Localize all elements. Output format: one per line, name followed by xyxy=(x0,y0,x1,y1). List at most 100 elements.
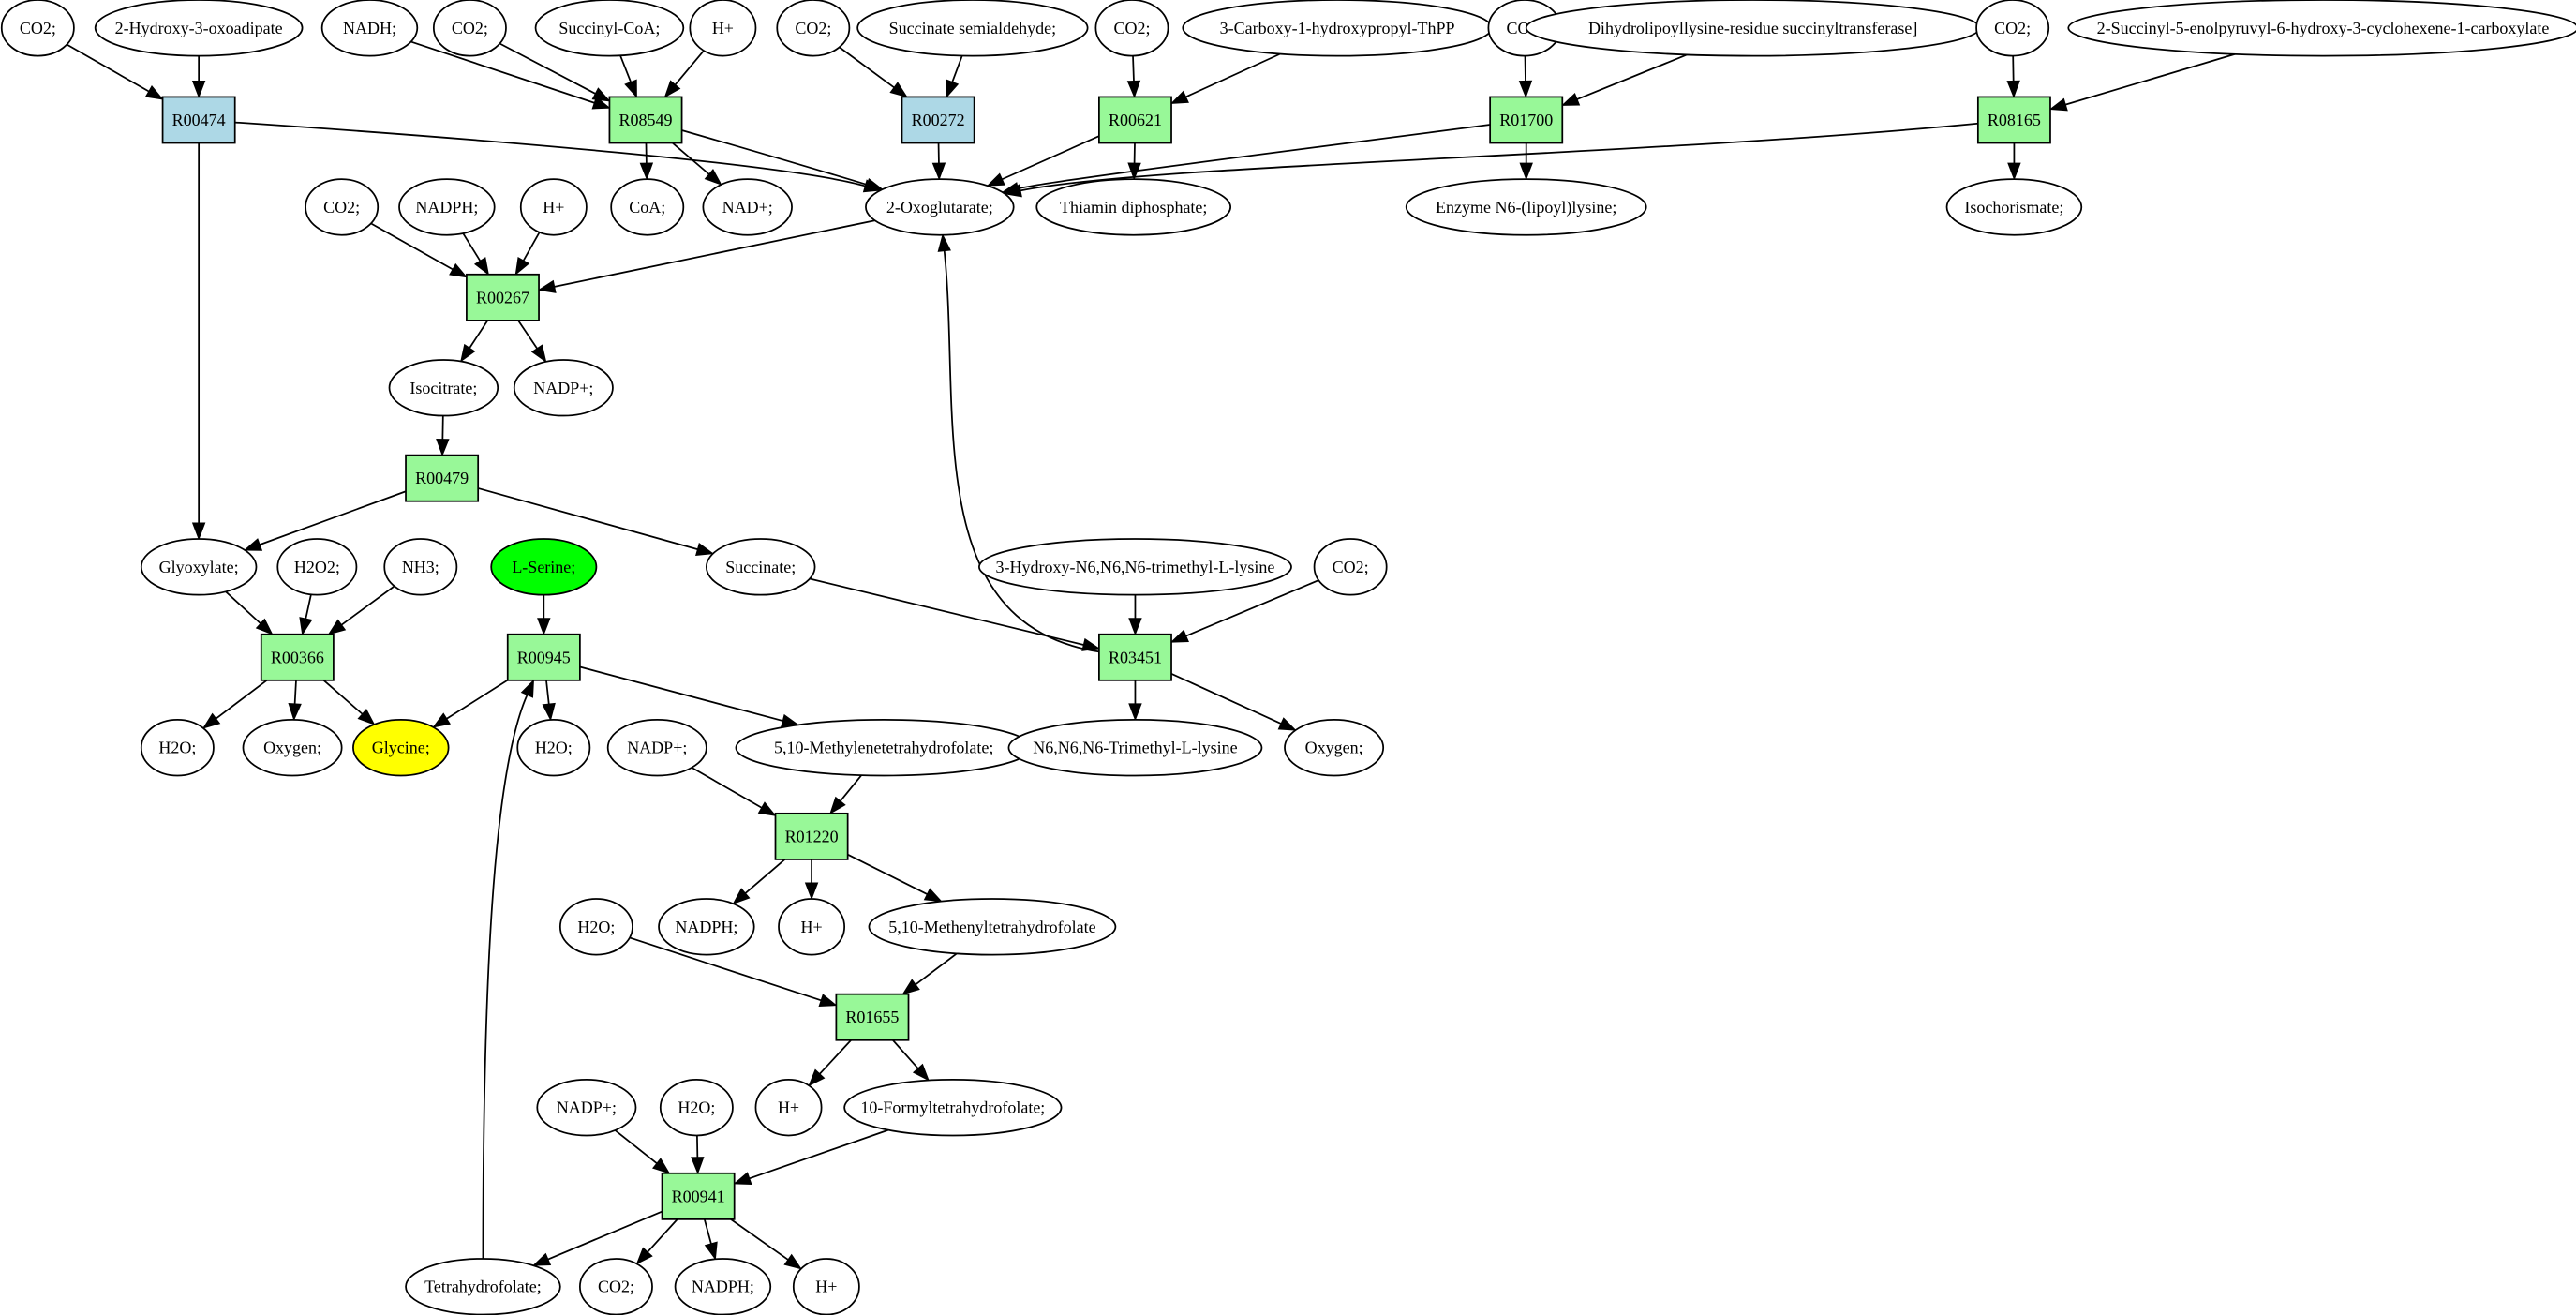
compound-ellipse[interactable] xyxy=(490,538,598,596)
compound-node-c-nadph-3[interactable]: NADPH; xyxy=(674,1258,772,1315)
compound-node-c-succ-semialdehyde[interactable]: Succinate semialdehyde; xyxy=(856,0,1089,57)
compound-ellipse[interactable] xyxy=(776,0,851,57)
compound-ellipse[interactable] xyxy=(606,719,707,777)
compound-node-c-lipoyllysine[interactable]: Enzyme N6-(lipoyl)lysine; xyxy=(1405,178,1647,236)
compound-ellipse[interactable] xyxy=(242,719,343,777)
compound-ellipse[interactable] xyxy=(658,898,755,956)
compound-node-c-nadph-1[interactable]: NADPH; xyxy=(398,178,496,236)
compound-ellipse[interactable] xyxy=(978,538,1292,596)
compound-node-c-methenyl-thf[interactable]: 5,10-Methenyltetrahydrofolate xyxy=(868,898,1117,956)
compound-ellipse[interactable] xyxy=(754,1078,823,1137)
compound-ellipse[interactable] xyxy=(610,178,685,236)
reaction-node-r01655[interactable]: R01655 xyxy=(835,993,910,1041)
compound-node-c-carboxy-thpp[interactable]: 3-Carboxy-1-hydroxypropyl-ThPP xyxy=(1182,0,1493,57)
compound-node-c-dihydrolipoyl[interactable]: Dihydrolipoyllysine-residue succinyltran… xyxy=(1525,0,1981,57)
reaction-box[interactable] xyxy=(835,993,910,1041)
compound-node-c-hplus-5[interactable]: H+ xyxy=(792,1258,860,1315)
compound-ellipse[interactable] xyxy=(398,178,496,236)
reaction-box[interactable] xyxy=(608,96,683,144)
compound-node-c-methylene-thf[interactable]: 5,10-Methylenetetrahydrofolate; xyxy=(735,719,1033,777)
compound-ellipse[interactable] xyxy=(1313,538,1388,596)
reaction-node-r00941[interactable]: R00941 xyxy=(661,1172,736,1220)
compound-node-c-h2o2[interactable]: H2O2; xyxy=(276,538,358,596)
reaction-node-r00474[interactable]: R00474 xyxy=(161,96,236,144)
compound-node-c-hplus-3[interactable]: H+ xyxy=(778,898,846,956)
compound-node-c-isochorismate[interactable]: Isochorismate; xyxy=(1945,178,2083,236)
compound-ellipse[interactable] xyxy=(778,898,846,956)
compound-ellipse[interactable] xyxy=(1975,0,2050,57)
compound-node-c-nadpplus-3[interactable]: NADP+; xyxy=(536,1078,637,1137)
compound-ellipse[interactable] xyxy=(1945,178,2083,236)
compound-node-c-co2-1[interactable]: CO2; xyxy=(0,0,75,57)
compound-ellipse[interactable] xyxy=(1035,178,1232,236)
compound-node-c-thiamin-dp[interactable]: Thiamin diphosphate; xyxy=(1035,178,1232,236)
compound-ellipse[interactable] xyxy=(1094,0,1169,57)
reaction-node-r03451[interactable]: R03451 xyxy=(1098,633,1172,681)
compound-ellipse[interactable] xyxy=(516,719,591,777)
compound-ellipse[interactable] xyxy=(276,538,358,596)
reaction-node-r00479[interactable]: R00479 xyxy=(405,454,480,502)
compound-node-c-nadh[interactable]: NADH; xyxy=(320,0,419,57)
compound-node-c-formyl-thf[interactable]: 10-Formyltetrahydrofolate; xyxy=(843,1078,1063,1137)
compound-ellipse[interactable] xyxy=(519,178,588,236)
reaction-box[interactable] xyxy=(1489,96,1564,144)
compound-ellipse[interactable] xyxy=(1405,178,1647,236)
compound-node-c-oxygen-2[interactable]: Oxygen; xyxy=(1284,719,1385,777)
reaction-box[interactable] xyxy=(405,454,480,502)
compound-ellipse[interactable] xyxy=(94,0,304,57)
compound-node-c-trimethyllysine[interactable]: N6,N6,N6-Trimethyl-L-lysine xyxy=(1007,719,1263,777)
compound-ellipse[interactable] xyxy=(558,898,633,956)
compound-ellipse[interactable] xyxy=(1284,719,1385,777)
compound-node-c-hplus-4[interactable]: H+ xyxy=(754,1078,823,1137)
reaction-node-r00267[interactable]: R00267 xyxy=(466,273,540,321)
reaction-box[interactable] xyxy=(466,273,540,321)
compound-ellipse[interactable] xyxy=(856,0,1089,57)
compound-node-c-nadpplus-1[interactable]: NADP+; xyxy=(513,359,614,417)
reaction-box[interactable] xyxy=(1098,633,1172,681)
reaction-node-r00621[interactable]: R00621 xyxy=(1098,96,1172,144)
reaction-box[interactable] xyxy=(506,633,581,681)
compound-node-c-co2-9[interactable]: CO2; xyxy=(579,1258,653,1315)
compound-node-c-oxygen-1[interactable]: Oxygen; xyxy=(242,719,343,777)
compound-ellipse[interactable] xyxy=(432,0,507,57)
compound-node-c-thf[interactable]: Tetrahydrofolate; xyxy=(405,1258,561,1315)
reaction-node-r01700[interactable]: R01700 xyxy=(1489,96,1564,144)
compound-node-c-hydroxy-oxoadipate[interactable]: 2-Hydroxy-3-oxoadipate xyxy=(94,0,304,57)
compound-ellipse[interactable] xyxy=(320,0,419,57)
compound-ellipse[interactable] xyxy=(352,719,450,777)
compound-node-c-succinyl-coa[interactable]: Succinyl-CoA; xyxy=(534,0,685,57)
compound-ellipse[interactable] xyxy=(0,0,75,57)
compound-node-c-co2-2[interactable]: CO2; xyxy=(432,0,507,57)
reaction-box[interactable] xyxy=(161,96,236,144)
compound-ellipse[interactable] xyxy=(689,0,757,57)
compound-node-c-co2-7[interactable]: CO2; xyxy=(305,178,380,236)
compound-ellipse[interactable] xyxy=(534,0,685,57)
reaction-node-r01220[interactable]: R01220 xyxy=(774,812,849,860)
compound-node-c-nadplus-1[interactable]: NAD+; xyxy=(702,178,793,236)
compound-ellipse[interactable] xyxy=(702,178,793,236)
reaction-box[interactable] xyxy=(901,96,975,144)
compound-node-c-nadpplus-2[interactable]: NADP+; xyxy=(606,719,707,777)
reaction-node-r00272[interactable]: R00272 xyxy=(901,96,975,144)
reaction-node-r08165[interactable]: R08165 xyxy=(1976,96,2051,144)
compound-node-c-oxoglutarate[interactable]: 2-Oxoglutarate; xyxy=(865,178,1015,236)
compound-node-c-serine[interactable]: L-Serine; xyxy=(490,538,598,596)
compound-node-c-co2-3[interactable]: CO2; xyxy=(776,0,851,57)
compound-node-c-hplus-1[interactable]: H+ xyxy=(689,0,757,57)
reaction-node-r08549[interactable]: R08549 xyxy=(608,96,683,144)
compound-node-c-h2o-2[interactable]: H2O; xyxy=(516,719,591,777)
compound-node-c-h2o-4[interactable]: H2O; xyxy=(659,1078,734,1137)
compound-node-c-nh3[interactable]: NH3; xyxy=(383,538,458,596)
reaction-box[interactable] xyxy=(774,812,849,860)
compound-node-c-glyoxylate[interactable]: Glyoxylate; xyxy=(140,538,258,596)
compound-node-c-co2-6[interactable]: CO2; xyxy=(1975,0,2050,57)
reaction-node-r00366[interactable]: R00366 xyxy=(260,633,335,681)
compound-ellipse[interactable] xyxy=(2067,0,2576,57)
compound-ellipse[interactable] xyxy=(513,359,614,417)
compound-ellipse[interactable] xyxy=(305,178,380,236)
compound-node-c-isocitrate[interactable]: Isocitrate; xyxy=(388,359,499,417)
compound-ellipse[interactable] xyxy=(536,1078,637,1137)
compound-ellipse[interactable] xyxy=(383,538,458,596)
compound-node-c-h2o-1[interactable]: H2O; xyxy=(140,719,215,777)
compound-node-c-succinyl-enol[interactable]: 2-Succinyl-5-enolpyruvyl-6-hydroxy-3-cyc… xyxy=(2067,0,2576,57)
